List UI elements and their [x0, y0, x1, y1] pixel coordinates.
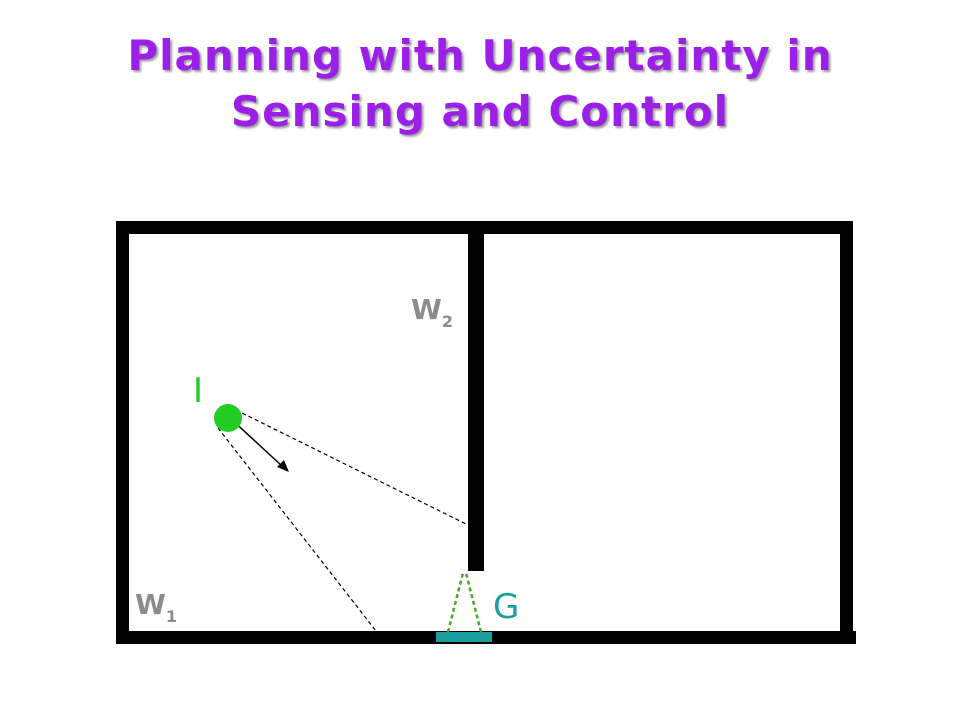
- wall-top: [116, 221, 853, 234]
- wall-w2-divider: [468, 221, 484, 571]
- title-line-1: Planning with Uncertainty in: [127, 31, 833, 80]
- wall-right: [840, 221, 853, 644]
- uncertainty-cone: [217, 409, 469, 632]
- goal-region: [436, 632, 492, 642]
- wall-left: [116, 221, 129, 644]
- initial-label: I: [193, 371, 203, 411]
- goal-label: G: [493, 587, 519, 627]
- goal-sensing-cone: [446, 572, 483, 633]
- wall-label-w2: W2: [411, 293, 453, 331]
- walls: [116, 221, 856, 644]
- wall-label-w1: W1: [135, 588, 177, 626]
- title-line-2: Sensing and Control: [230, 87, 730, 136]
- cone-edge-upper: [235, 409, 469, 526]
- initial-position-marker: [214, 404, 242, 432]
- cone-edge-lower: [217, 427, 377, 632]
- slide-title: Planning with Uncertainty in Sensing and…: [0, 28, 960, 140]
